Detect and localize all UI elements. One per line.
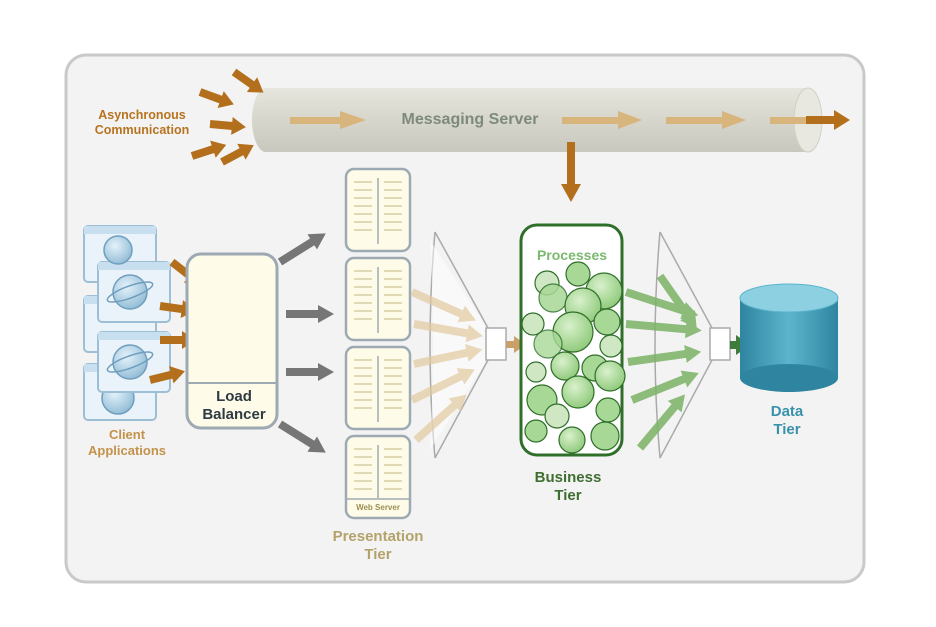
client-label-line1: Client — [108, 427, 146, 442]
lb-label-line1: Load — [216, 388, 252, 405]
tube-to-business-arrow — [561, 142, 581, 202]
business-tier-label: Business Tier — [508, 469, 628, 505]
client-applications — [83, 225, 171, 421]
messaging-server-tube — [252, 87, 823, 153]
client-label-line2: Applications — [87, 442, 166, 458]
web-servers — [344, 167, 412, 520]
server-page-icon — [344, 345, 412, 431]
client-app-icon — [97, 331, 171, 393]
presentation-label-line1: Presentation — [332, 528, 424, 545]
async-communication-label: Asynchronous Communication — [78, 108, 206, 138]
tube-exit-arrow — [806, 110, 850, 130]
lb-to-web-arrows — [277, 233, 334, 453]
load-balancer-label: Load Balancer — [188, 388, 280, 424]
data-tier-label: Data Tier — [742, 403, 832, 439]
processes-label: Processes — [536, 247, 608, 263]
lb-label-line2: Balancer — [202, 406, 266, 423]
client-app-icon — [97, 261, 171, 323]
funnel-in-flow-arrows — [410, 288, 483, 443]
async-label-line2: Communication — [94, 123, 190, 137]
tube-flow-arrows — [290, 111, 810, 129]
process-circles — [521, 261, 626, 454]
presentation-tier-label: Presentation Tier — [308, 528, 448, 564]
server-page-icon — [344, 167, 412, 253]
web-server-label: Web Server — [356, 503, 400, 512]
server-page-icon — [344, 434, 412, 520]
presentation-label-line2: Tier — [364, 546, 392, 563]
load-balancer — [185, 252, 279, 430]
messaging-server-label: Messaging Server — [401, 111, 539, 128]
client-applications-label: Client Applications — [72, 427, 182, 458]
data-label-line2: Tier — [773, 421, 801, 438]
async-label-line1: Asynchronous — [98, 108, 186, 122]
business-label-line1: Business — [534, 469, 602, 486]
business-label-line2: Tier — [554, 487, 582, 504]
database-cylinder-icon — [739, 283, 839, 392]
business-out-arrows — [624, 273, 702, 451]
data-label-line1: Data — [770, 403, 804, 420]
server-page-icon — [344, 256, 412, 342]
